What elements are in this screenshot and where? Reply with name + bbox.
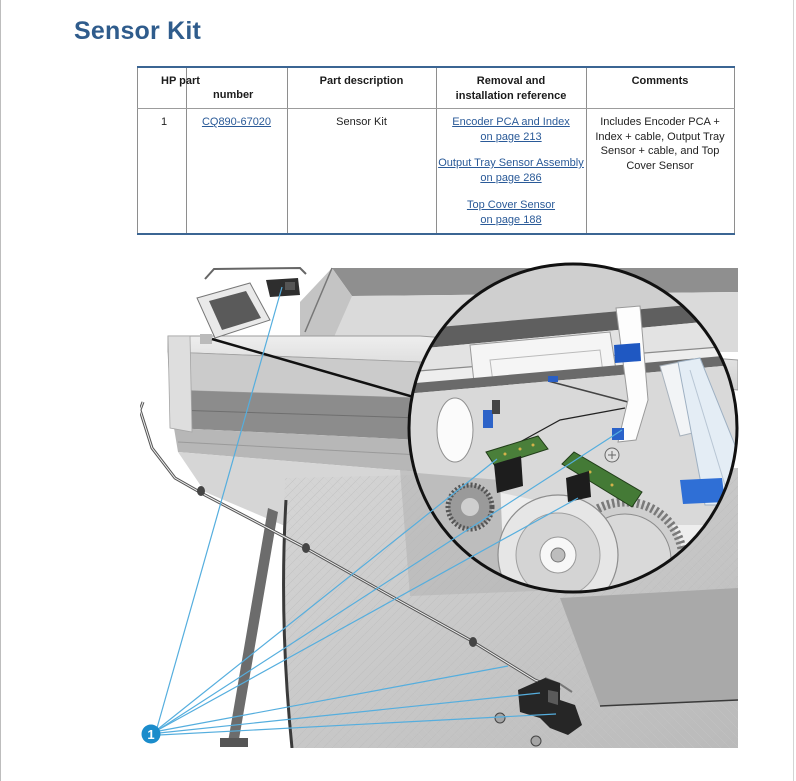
reference-title: Top Cover Sensor: [466, 199, 556, 211]
callout-leader: [158, 692, 541, 734]
table-divider: [586, 68, 587, 233]
part-description: Sensor Kit: [336, 116, 387, 128]
header-reference-line2: installation reference: [455, 89, 567, 102]
magnified-detail: [410, 265, 736, 591]
callout-leaders: [156, 286, 623, 736]
page-edge-left: [0, 0, 1, 781]
parts-table: HP part number Part description Removal …: [137, 66, 735, 235]
callout-number: 1: [147, 727, 154, 742]
output-tray-sensor: [494, 677, 582, 747]
row-callout-number: 1: [161, 116, 168, 128]
index-sensor: [566, 471, 591, 502]
magnifier-circle: [407, 262, 739, 594]
table-divider: [734, 68, 735, 233]
callout-leader: [158, 665, 509, 732]
comment-line: Includes Encoder PCA +: [600, 116, 720, 128]
comment-line: Sensor + cable, and Top: [600, 145, 720, 158]
callout-marker: 1: [141, 724, 161, 744]
header-part-description: Part description: [319, 75, 404, 87]
comment-line: Index + cable, Output Tray: [595, 130, 725, 143]
callout-leader: [157, 458, 498, 730]
reference-title: Output Tray Sensor Assembly: [438, 157, 584, 169]
index-pca: [561, 451, 643, 508]
reference-link-output-tray-sensor[interactable]: Output Tray Sensor Assembly on page 286: [436, 156, 586, 185]
header-reference-line1: Removal and: [476, 75, 546, 87]
reference-title: Encoder PCA and Index: [452, 116, 570, 128]
comments-cell: Includes Encoder PCA + Index + cable, Ou…: [586, 115, 734, 174]
callout-leader: [156, 286, 283, 729]
front-control-panel: [196, 282, 271, 344]
header-part-number-line1: HP part: [161, 75, 200, 87]
page-title: Sensor Kit: [74, 17, 202, 45]
header-removal-reference: Removal and installation reference: [436, 74, 586, 103]
reference-link-top-cover-sensor[interactable]: Top Cover Sensor on page 188: [436, 198, 586, 227]
reference-page: on page 188: [480, 213, 542, 226]
top-cover-sensor: [204, 266, 307, 297]
header-rule: [137, 108, 735, 109]
zoom-line: [211, 337, 425, 402]
header-comments: Comments: [631, 75, 689, 87]
encoder-sensor: [494, 456, 523, 493]
table-divider: [137, 68, 138, 233]
header-part-number-line2: number: [213, 89, 254, 101]
reference-page: on page 286: [480, 171, 542, 184]
table-divider: [287, 68, 288, 233]
callout-leader: [157, 429, 623, 731]
encoder-pca: [485, 435, 549, 467]
reference-link-encoder-pca[interactable]: Encoder PCA and Index on page 213: [436, 115, 586, 144]
table-divider: [186, 68, 187, 233]
reference-page: on page 213: [480, 130, 542, 143]
table-divider: [436, 68, 437, 233]
callout-leader: [157, 497, 579, 731]
part-number-link[interactable]: CQ890-67020: [201, 116, 272, 128]
callout-leader: [158, 713, 557, 736]
sensor-kit-illustration: 1: [140, 262, 739, 748]
comment-line: Cover Sensor: [626, 160, 694, 173]
page-edge-right: [793, 0, 794, 781]
